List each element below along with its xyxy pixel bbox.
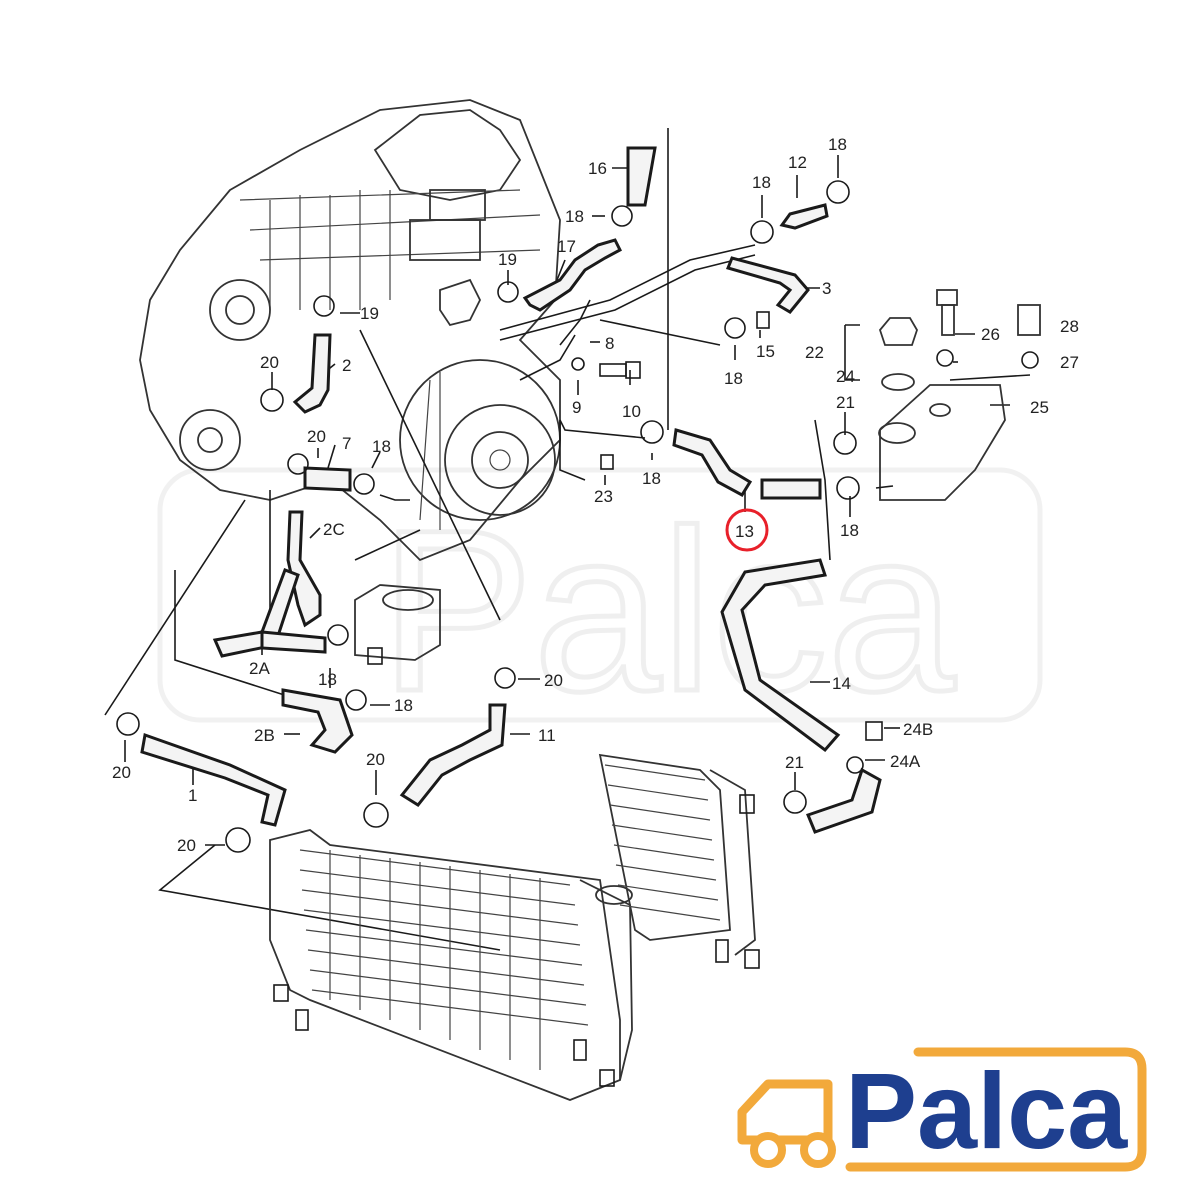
label-1: 1 <box>188 786 197 805</box>
watermark: Palca <box>157 467 1043 742</box>
label-15: 15 <box>756 342 775 361</box>
part-labels: 16 18 12 18 18 17 19 3 19 8 15 18 22 26 … <box>112 135 1079 855</box>
label-11: 11 <box>538 726 556 745</box>
label-18h: 18 <box>318 670 337 689</box>
hose-3 <box>725 256 810 314</box>
label-18i: 18 <box>394 696 413 715</box>
auxiliary-radiator <box>598 753 760 969</box>
hose-13a <box>672 428 753 497</box>
label-18g: 18 <box>840 521 859 540</box>
logo-frame <box>845 1047 1147 1172</box>
hose-7 <box>303 466 352 492</box>
label-13: 13 <box>735 522 754 541</box>
label-2B: 2B <box>254 726 275 745</box>
watermark-text: Palca <box>380 482 955 739</box>
label-18b: 18 <box>828 135 847 154</box>
label-28: 28 <box>1060 317 1079 336</box>
label-18a: 18 <box>752 173 771 192</box>
label-16: 16 <box>588 159 607 178</box>
bolt-10 <box>571 357 641 379</box>
radiator <box>269 829 633 1101</box>
label-20e: 20 <box>112 763 131 782</box>
label-18d: 18 <box>724 369 743 388</box>
label-19a: 19 <box>498 250 517 269</box>
label-2: 2 <box>342 356 351 375</box>
hose-17 <box>522 238 622 312</box>
hose-11 <box>399 703 507 807</box>
hoses <box>140 146 882 834</box>
hose-2A-b <box>260 630 327 654</box>
palca-logo: Palca <box>737 1047 1147 1172</box>
label-21b: 21 <box>785 753 804 772</box>
label-20d: 20 <box>366 750 385 769</box>
label-21a: 21 <box>836 393 855 412</box>
hose-21-lower <box>806 767 882 834</box>
label-25: 25 <box>1030 398 1049 417</box>
label-19b: 19 <box>360 304 379 323</box>
label-7: 7 <box>342 434 351 453</box>
label-23: 23 <box>594 487 613 506</box>
logo-text: Palca <box>845 1050 1128 1171</box>
label-20b: 20 <box>307 427 326 446</box>
label-24B: 24B <box>903 720 933 739</box>
label-26: 26 <box>981 325 1000 344</box>
label-20c: 20 <box>544 671 563 690</box>
hose-14 <box>720 558 841 753</box>
hose-16 <box>626 146 657 207</box>
label-18c: 18 <box>565 207 584 226</box>
label-20a: 20 <box>260 353 279 372</box>
hose-2 <box>292 333 332 414</box>
hose-12 <box>779 203 829 230</box>
expansion-tank <box>875 289 1041 501</box>
label-18f: 18 <box>642 469 661 488</box>
oil-cooler <box>354 584 441 665</box>
engine-block <box>139 99 669 562</box>
label-9: 9 <box>572 398 581 417</box>
label-2C: 2C <box>323 520 345 539</box>
label-22: 22 <box>805 343 824 362</box>
label-18e: 18 <box>372 437 391 456</box>
hose-1 <box>140 732 287 827</box>
coolant-pipes <box>379 244 756 501</box>
label-24A: 24A <box>890 752 921 771</box>
label-12: 12 <box>788 153 807 172</box>
highlight-circle-13 <box>725 508 769 552</box>
hose-2C <box>286 510 322 628</box>
label-20f: 20 <box>177 836 196 855</box>
label-2A: 2A <box>249 659 270 678</box>
label-14: 14 <box>832 674 851 693</box>
label-17: 17 <box>557 237 576 256</box>
label-8: 8 <box>605 334 614 353</box>
car-icon <box>737 1079 836 1168</box>
hose-13b <box>760 478 822 500</box>
hose-2B <box>281 688 354 754</box>
hose-clamps <box>116 180 883 853</box>
label-24: 24 <box>836 367 855 386</box>
label-10: 10 <box>622 402 641 421</box>
label-27: 27 <box>1060 353 1079 372</box>
leader-lines <box>104 155 1031 951</box>
label-3: 3 <box>822 279 831 298</box>
